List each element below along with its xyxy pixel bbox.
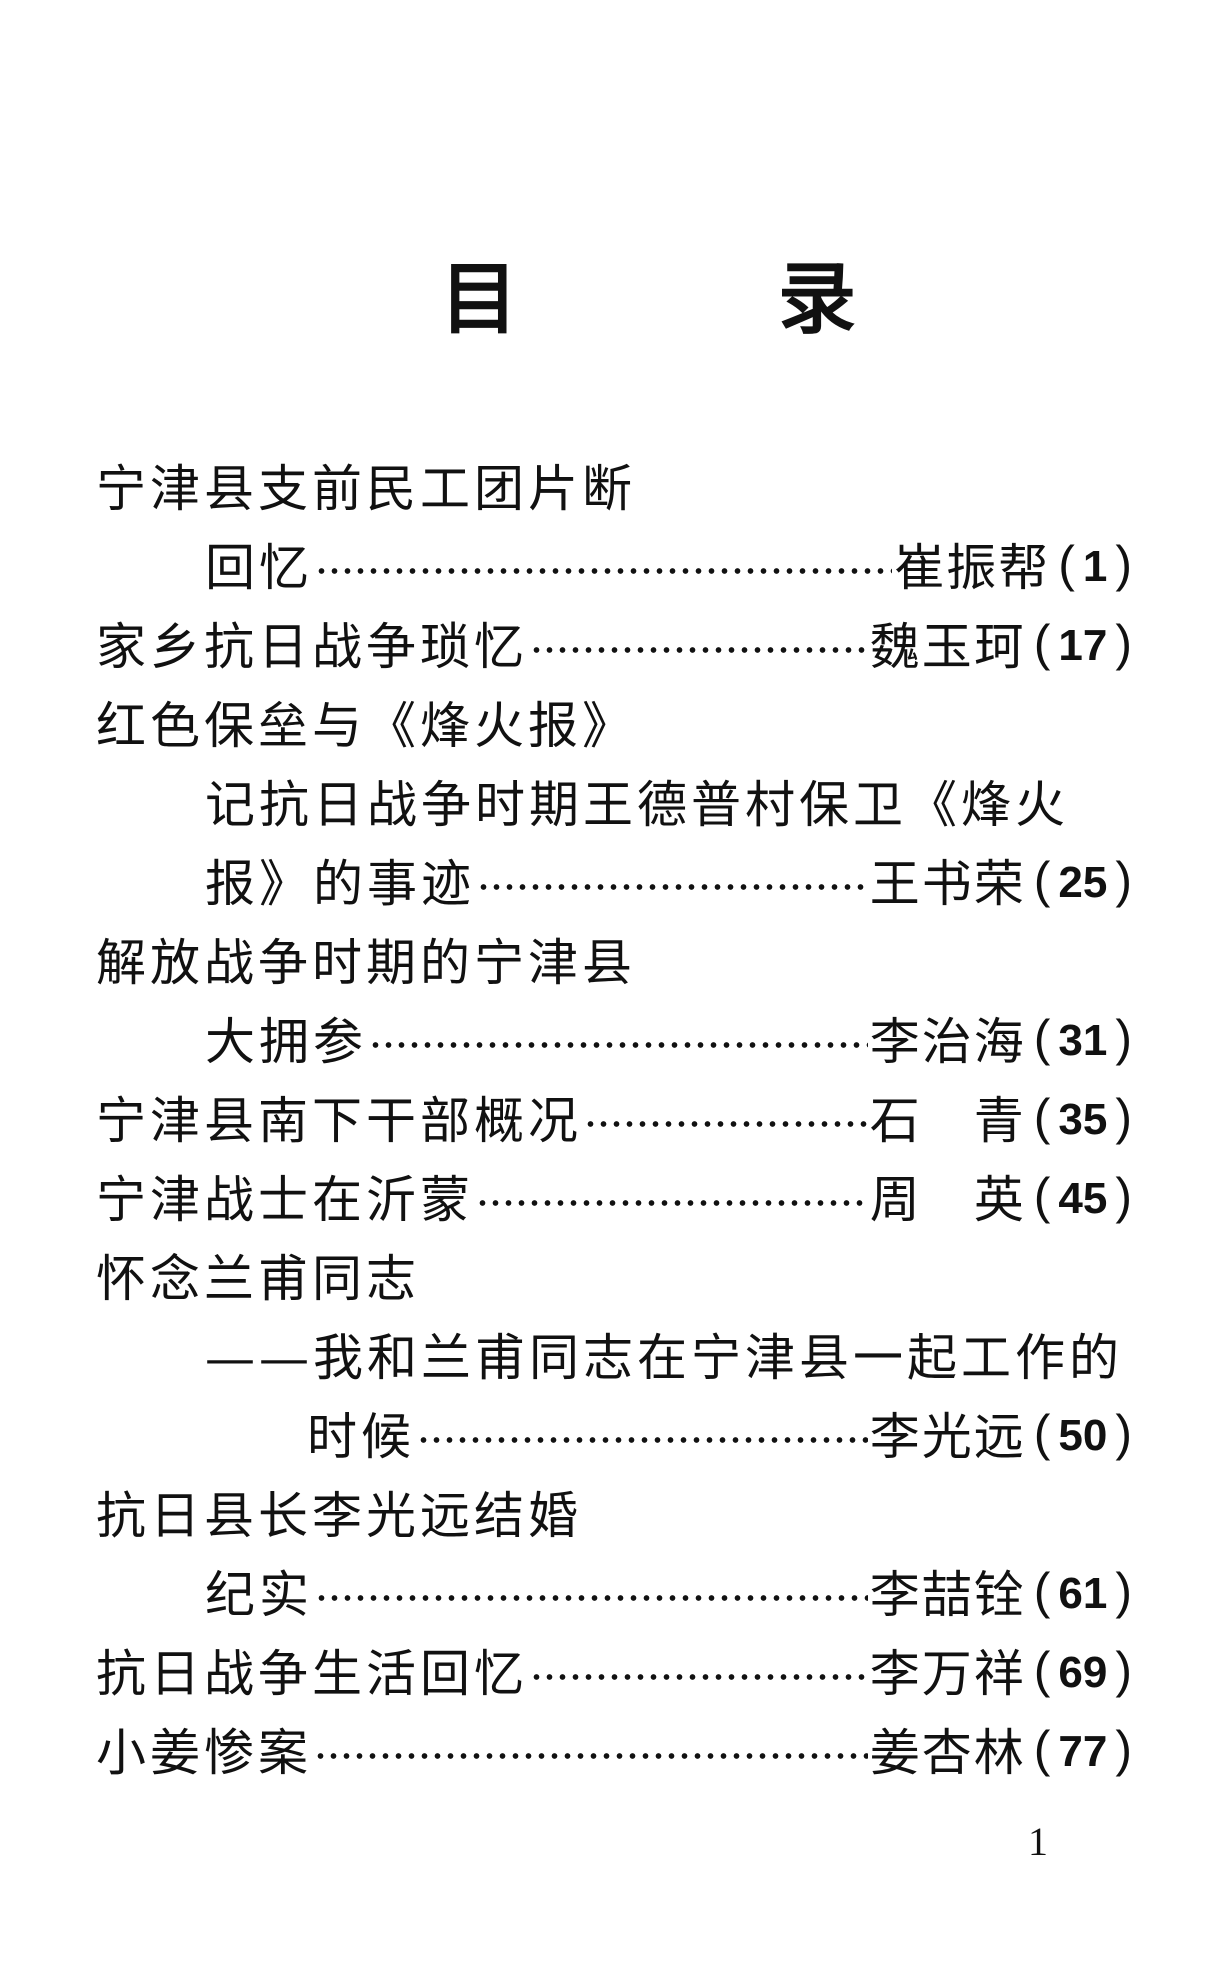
leader-dots <box>584 1117 868 1130</box>
leader-dots <box>314 1749 868 1762</box>
entry-page: 50 <box>1058 1410 1108 1460</box>
leader-dots <box>530 1670 868 1683</box>
toc-entry-title: 抗日县长李光远结婚 <box>96 1472 1140 1551</box>
entry-page: 61 <box>1058 1568 1108 1618</box>
toc-entry-title: 红色保垒与《烽火报》 <box>96 682 1140 761</box>
entry-title: 怀念兰甫同志 <box>96 1249 420 1308</box>
entry-page: 1 <box>1082 541 1108 591</box>
toc-entry-subtitle: ——我和兰甫同志在宁津县一起工作的 <box>205 1314 1140 1393</box>
entry-title: 回忆 <box>205 538 313 597</box>
toc-entry[interactable]: 抗日战争生活回忆李万祥(69) <box>96 1630 1140 1709</box>
leader-dots <box>477 880 868 893</box>
page-number: 1 <box>1028 1819 1048 1864</box>
entry-author: 王书荣 <box>869 854 1026 913</box>
entry-page: 31 <box>1058 1015 1108 1065</box>
toc-entry[interactable]: 宁津县南下干部概况石 青(35) <box>96 1077 1140 1156</box>
toc-entry[interactable]: 纪实李喆铨(61) <box>205 1551 1140 1630</box>
toc-entry[interactable]: 大拥参李治海(31) <box>205 998 1140 1077</box>
leader-dots <box>476 1196 868 1209</box>
entry-subtitle: 记抗日战争时期王德普村保卫《烽火 <box>205 775 1069 834</box>
entry-title: 小姜惨案 <box>96 1723 312 1782</box>
toc-entry[interactable]: 家乡抗日战争琐忆魏玉珂(17) <box>96 603 1140 682</box>
entry-page: 17 <box>1058 620 1108 670</box>
leader-dots <box>315 1591 868 1604</box>
entry-author: 崔振帮 <box>894 538 1051 597</box>
entry-author: 魏玉珂 <box>869 617 1026 676</box>
entry-title: 抗日县长李光远结婚 <box>96 1486 582 1545</box>
entry-subtitle: 报》的事迹 <box>205 854 475 913</box>
toc-heading-char-1: 目 <box>440 254 519 345</box>
entry-title: 宁津县南下干部概况 <box>96 1091 582 1150</box>
entry-page: 77 <box>1058 1726 1108 1776</box>
toc-entry[interactable]: 宁津战士在沂蒙周 英(45) <box>96 1156 1140 1235</box>
toc-entry[interactable]: 报》的事迹王书荣(25) <box>205 840 1140 919</box>
entry-title: 纪实 <box>205 1565 313 1624</box>
entry-author: 李万祥 <box>869 1644 1026 1703</box>
entry-title: 抗日战争生活回忆 <box>96 1644 528 1703</box>
entry-author: 石 青 <box>869 1091 1026 1150</box>
entry-subtitle: ——我和兰甫同志在宁津县一起工作的 <box>205 1328 1123 1387</box>
entry-title: 红色保垒与《烽火报》 <box>96 696 636 755</box>
entry-author: 李治海 <box>869 1012 1026 1071</box>
entry-author: 周 英 <box>869 1170 1026 1229</box>
toc-heading-char-2: 录 <box>778 254 857 345</box>
entry-page: 35 <box>1058 1094 1108 1144</box>
entry-page: 69 <box>1058 1647 1108 1697</box>
toc-entry[interactable]: 小姜惨案姜杏林(77) <box>96 1709 1140 1788</box>
toc-entry-title: 宁津县支前民工团片断 <box>96 445 1140 524</box>
entry-title: 家乡抗日战争琐忆 <box>96 617 528 676</box>
entry-title: 大拥参 <box>205 1012 367 1071</box>
leader-dots <box>315 564 893 577</box>
toc-entry[interactable]: 时候李光远(50) <box>307 1393 1140 1472</box>
entry-page: 45 <box>1058 1173 1108 1223</box>
toc-entry-title: 怀念兰甫同志 <box>96 1235 1140 1314</box>
entry-subtitle: 时候 <box>307 1407 415 1466</box>
leader-dots <box>369 1038 868 1051</box>
entry-title: 解放战争时期的宁津县 <box>96 933 636 992</box>
entry-author: 姜杏林 <box>869 1723 1026 1782</box>
leader-dots <box>417 1433 868 1446</box>
entry-title: 宁津县支前民工团片断 <box>96 459 636 518</box>
entry-author: 李光远 <box>869 1407 1026 1466</box>
entry-title: 宁津战士在沂蒙 <box>96 1170 474 1229</box>
entry-author: 李喆铨 <box>869 1565 1026 1624</box>
toc-entry[interactable]: 回忆崔振帮(1) <box>205 524 1140 603</box>
toc-entry-subtitle: 记抗日战争时期王德普村保卫《烽火 <box>205 761 1140 840</box>
leader-dots <box>530 643 868 656</box>
entry-page: 25 <box>1058 857 1108 907</box>
toc-entry-title: 解放战争时期的宁津县 <box>96 919 1140 998</box>
